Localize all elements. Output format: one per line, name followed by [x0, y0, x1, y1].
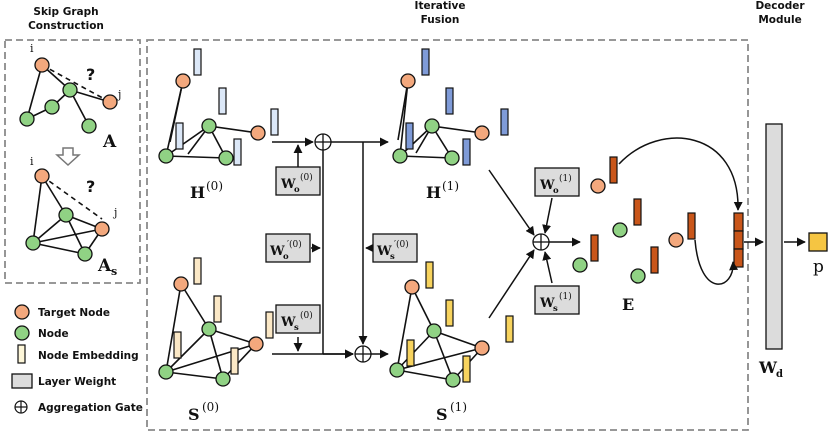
node-i-label-bottom: i: [30, 155, 34, 168]
legend-layer-weight-icon: [11, 373, 33, 389]
svg-text:(1): (1): [559, 291, 572, 302]
iterative-fusion-header-line2: Fusion: [421, 14, 460, 26]
embeddings-E: [572, 156, 696, 284]
weight-Ws1: W s (1): [534, 285, 580, 315]
svg-text:(0): (0): [202, 400, 219, 414]
label-H0: H (0): [190, 179, 223, 202]
question-mark-bottom: ?: [86, 177, 95, 196]
svg-text:W: W: [539, 296, 555, 311]
weight-Ws0-prime: W s ′(0): [372, 233, 418, 263]
label-As: A s: [97, 256, 117, 278]
graph-S1: [389, 261, 514, 388]
svg-text:W: W: [758, 358, 778, 377]
skip-graph-header-line2: Construction: [28, 20, 104, 32]
graph-A: [19, 57, 118, 134]
legend: Target Node Node Node Embedding Layer We…: [11, 304, 143, 414]
weight-Wo0-prime: W o ′(0): [265, 233, 311, 263]
label-S0: S (0): [188, 400, 219, 424]
graph-H0: [158, 48, 279, 166]
label-H1: H (1): [426, 179, 459, 202]
decoder-weight-Wd: [765, 123, 783, 350]
label-S1: S (1): [436, 400, 467, 424]
label-Wd: W d: [758, 358, 783, 380]
legend-aggregation-gate-icon: [14, 400, 28, 414]
fusion-arrows-stage1: [488, 169, 581, 319]
question-mark-top: ?: [86, 65, 95, 84]
graph-As: [25, 168, 110, 262]
down-arrow-icon: [55, 147, 81, 167]
node-j-label-bottom: j: [112, 206, 117, 219]
decoder-header-line1: Decoder: [755, 0, 805, 12]
fusion-arrows-stage0: [272, 137, 389, 359]
label-A: A: [102, 132, 117, 152]
label-p: p: [813, 257, 824, 277]
legend-node-icon: [14, 325, 30, 341]
skip-graph-box: [4, 39, 141, 284]
legend-node-embedding-icon: [17, 344, 26, 364]
aggregation-gate-final-icon: [532, 233, 550, 251]
svg-text:d: d: [776, 369, 783, 380]
aggregation-gate-top-icon: [314, 133, 332, 151]
iterative-fusion-header-line1: Iterative: [415, 0, 466, 12]
svg-text:(0): (0): [300, 310, 313, 321]
svg-text:A: A: [97, 256, 112, 276]
concat-embedding: [733, 212, 744, 268]
legend-target-node-label: Target Node: [38, 307, 110, 319]
weight-Wo0: W o (0): [275, 166, 321, 196]
aggregation-gate-bottom-icon: [354, 345, 372, 363]
legend-node-embedding-label: Node Embedding: [38, 350, 139, 362]
svg-text:o: o: [283, 252, 289, 262]
svg-text:s: s: [390, 252, 395, 262]
svg-text:(0): (0): [300, 172, 313, 183]
svg-text:(1): (1): [450, 400, 467, 414]
svg-text:′(0): ′(0): [394, 239, 409, 250]
svg-text:W: W: [376, 244, 392, 259]
output-p: [808, 232, 828, 252]
legend-aggregation-gate-label: Aggregation Gate: [38, 402, 143, 414]
label-E: E: [622, 295, 634, 314]
svg-text:′(0): ′(0): [287, 239, 302, 250]
svg-text:o: o: [294, 185, 300, 195]
svg-text:s: s: [553, 304, 558, 314]
svg-text:(1): (1): [559, 173, 572, 184]
iterative-fusion-box: [146, 39, 749, 431]
node-i-label-top: i: [30, 42, 34, 55]
svg-text:W: W: [280, 315, 296, 330]
svg-text:(1): (1): [442, 179, 459, 193]
svg-text:H: H: [190, 183, 205, 202]
skip-graph-header-line1: Skip Graph: [33, 6, 98, 18]
legend-target-node-icon: [14, 304, 30, 320]
node-j-label-top: j: [116, 88, 121, 101]
weight-Ws0: W s (0): [275, 304, 321, 334]
graph-S0: [158, 257, 274, 387]
svg-text:(0): (0): [206, 179, 223, 193]
svg-text:W: W: [280, 177, 296, 192]
legend-node-label: Node: [38, 328, 69, 340]
svg-text:S: S: [188, 405, 200, 424]
svg-text:W: W: [269, 244, 285, 259]
svg-text:H: H: [426, 183, 441, 202]
svg-text:s: s: [111, 265, 117, 278]
svg-text:o: o: [553, 186, 559, 196]
concat-arrows: [618, 137, 743, 285]
svg-text:S: S: [436, 405, 448, 424]
legend-layer-weight-label: Layer Weight: [38, 376, 116, 388]
weight-Wo1: W o (1): [534, 167, 580, 197]
decoder-header-line2: Module: [758, 14, 801, 26]
svg-text:W: W: [539, 178, 555, 193]
graph-H1: [392, 48, 509, 166]
svg-text:s: s: [294, 323, 299, 333]
